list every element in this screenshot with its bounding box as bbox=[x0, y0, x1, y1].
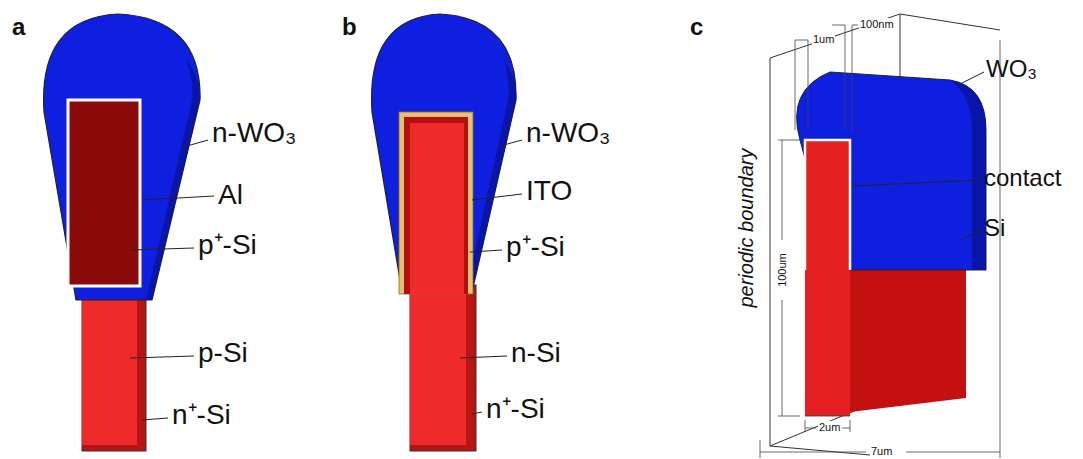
layer-label: p-Si bbox=[198, 338, 248, 369]
boundary-label: periodic boundary bbox=[734, 149, 756, 308]
layer-label: n-WO₃ bbox=[526, 118, 611, 149]
layer-label: contact bbox=[984, 165, 1061, 191]
layer-label: n⁺-Si bbox=[486, 394, 545, 425]
layer-label: n-WO₃ bbox=[212, 118, 297, 149]
panel-b-device bbox=[372, 14, 517, 451]
layer-label: p⁺-Si bbox=[198, 230, 257, 261]
layer-label: n-Si bbox=[511, 338, 561, 369]
layer-label: n⁺-Si bbox=[172, 400, 231, 431]
layer-label: WO₃ bbox=[986, 56, 1037, 82]
dimension-label: 2um bbox=[818, 421, 841, 433]
layer-label: ITO bbox=[526, 176, 572, 207]
dimension-label: 1um bbox=[812, 33, 835, 45]
dimension-lines bbox=[760, 25, 1000, 458]
panel-c-device bbox=[770, 14, 1000, 455]
dimension-label: 100um bbox=[776, 252, 788, 288]
panel-letter: a bbox=[12, 14, 25, 40]
panel-letter: c bbox=[690, 14, 703, 40]
leader-lines bbox=[130, 72, 984, 420]
layer-label: Al bbox=[218, 180, 243, 211]
layer-label: Si bbox=[984, 215, 1005, 241]
panel-a-device bbox=[44, 14, 201, 451]
dimension-label: 100nm bbox=[859, 18, 895, 30]
panel-letter: b bbox=[342, 14, 357, 40]
layer-label: p⁺-Si bbox=[506, 232, 565, 263]
dimension-label: 7um bbox=[870, 445, 893, 457]
